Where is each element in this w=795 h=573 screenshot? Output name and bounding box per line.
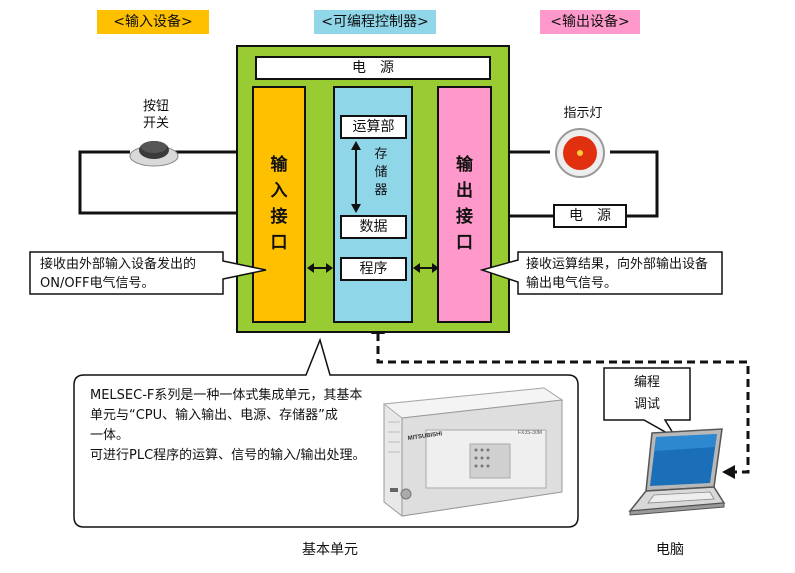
operation-unit-box: 运算部 [340, 115, 407, 139]
input-interface-label: 输 入 接 口 [270, 155, 288, 253]
programming-callout-text: 编程 调试 [633, 375, 660, 412]
output-interface: 输 出 接 口 [437, 86, 492, 323]
programming-callout-bubble [603, 367, 691, 441]
push-button-label: 按钮 开关 [142, 99, 169, 131]
model-logo-text: FX3S-30M [518, 430, 542, 436]
programming-link-arrowhead-left [722, 465, 735, 479]
indicator-lamp-icon [555, 128, 605, 178]
brand-logo-text: MITSUBISHI [407, 431, 442, 442]
program-box: 程序 [340, 257, 407, 281]
header-output-device: <输出设备> [540, 10, 640, 34]
output-wire-outer [610, 150, 659, 218]
output-interface-label: 输 出 接 口 [456, 155, 473, 253]
header-plc: <可编程控制器> [314, 10, 436, 34]
laptop-icon [628, 428, 726, 516]
description-callout-text: MELSEC-F系列是一种一体式集成单元，其基本 单元与“CPU、输入输出、电源… [90, 388, 366, 463]
push-button-icon [129, 141, 179, 167]
indicator-lamp-label: 指示灯 [563, 106, 603, 121]
basic-unit-photo: MITSUBISHI FX3S-30M [382, 387, 564, 517]
computer-caption: 电脑 [656, 542, 684, 558]
basic-unit-caption: 基本单元 [302, 542, 358, 558]
header-input-device: <输入设备> [97, 10, 209, 34]
output-callout-text: 接收运算结果，向外部输出设备 输出电气信号。 [526, 257, 709, 291]
input-interface: 输 入 接 口 [252, 86, 306, 323]
plc-power-box: 电 源 [255, 56, 491, 80]
input-wire-outer [78, 150, 238, 215]
input-callout-text: 接收由外部输入设备发出的 ON/OFF电气信号。 [40, 257, 197, 291]
data-box: 数据 [340, 215, 407, 239]
external-power-box: 电 源 [553, 204, 627, 228]
storage-label: 存 储 器 [374, 147, 388, 198]
output-callout-bubble [479, 251, 723, 295]
input-callout-bubble [29, 251, 267, 295]
programming-link-dashed [376, 333, 750, 474]
